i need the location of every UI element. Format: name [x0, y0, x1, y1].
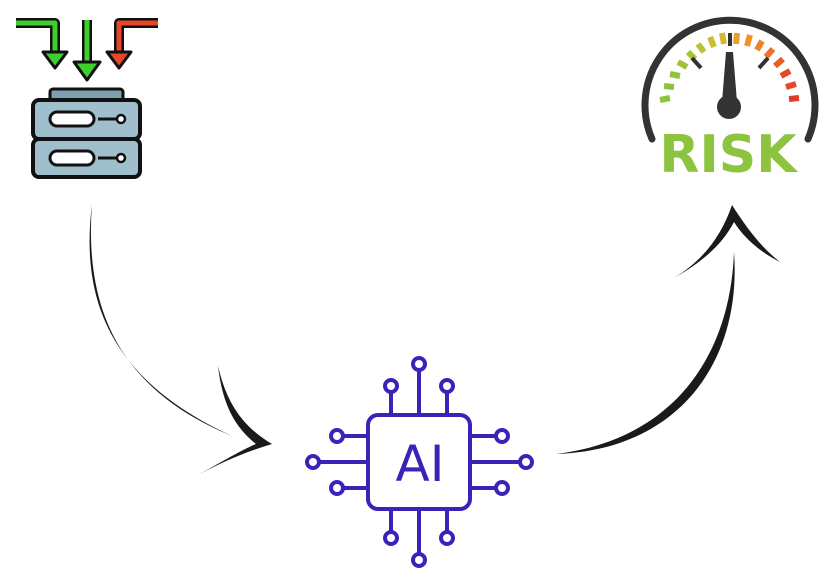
- gauge-needle: [722, 52, 737, 102]
- green-input-arrow-center: [72, 20, 102, 82]
- server-with-inputs-icon: [16, 18, 158, 179]
- ai-chip-icon: [305, 356, 534, 568]
- gauge-scale-ticks: [659, 32, 800, 103]
- risk-gauge-icon: [641, 16, 819, 143]
- red-input-arrow-right: [105, 18, 158, 70]
- ai-chip-label: AI: [396, 435, 445, 493]
- green-input-arrow-left: [16, 18, 69, 70]
- flow-arrow-ai-to-risk: [556, 205, 780, 454]
- flow-arrow-data-to-ai: [89, 204, 272, 474]
- server-unit-lower: [31, 137, 142, 179]
- risk-label: RISK: [659, 125, 798, 185]
- server-unit-upper: [31, 98, 142, 141]
